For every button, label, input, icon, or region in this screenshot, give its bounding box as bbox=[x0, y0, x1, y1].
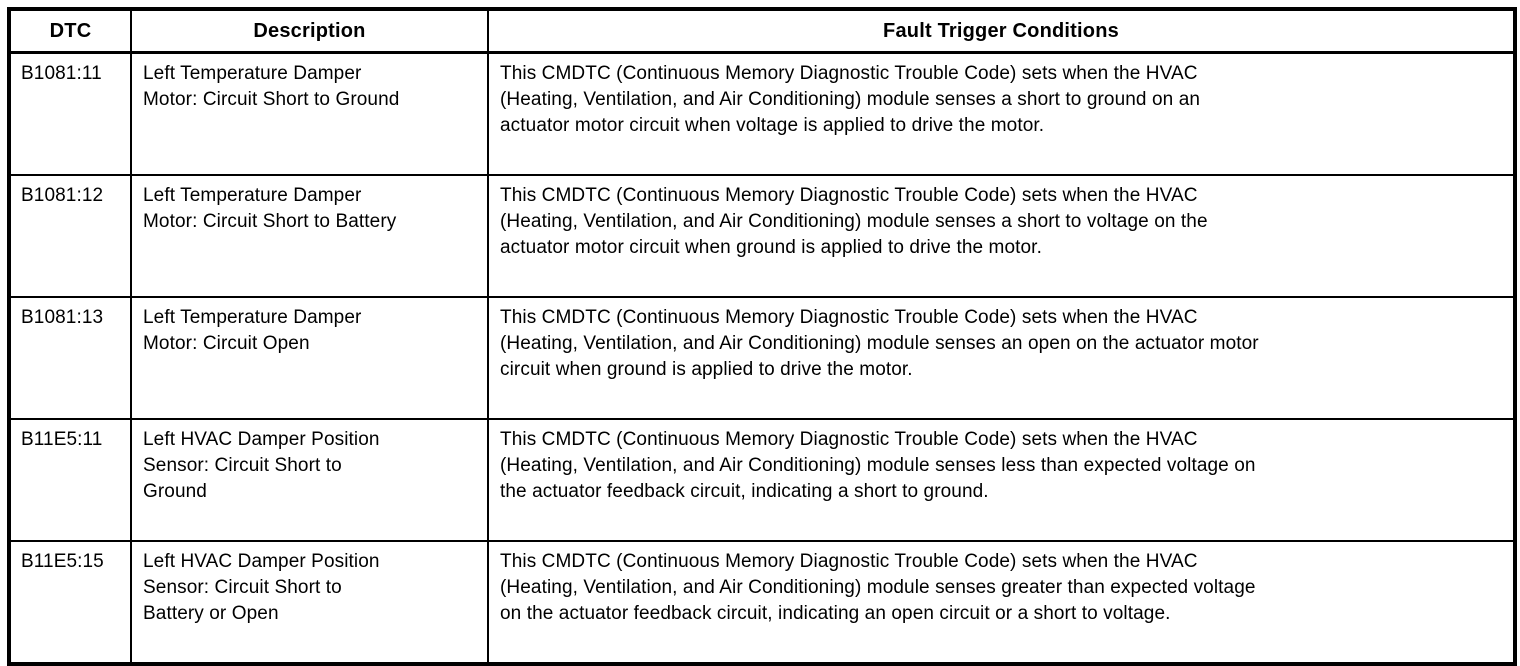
description-cell: Left Temperature Damper Motor: Circuit O… bbox=[130, 296, 489, 420]
fault-cell: This CMDTC (Continuous Memory Diagnostic… bbox=[487, 51, 1516, 176]
fault-cell: This CMDTC (Continuous Memory Diagnostic… bbox=[487, 540, 1516, 665]
column-header-description: Description bbox=[130, 8, 489, 54]
dtc-table: DTC Description Fault Trigger Conditions… bbox=[7, 7, 1517, 666]
dtc-cell: B11E5:11 bbox=[8, 418, 132, 542]
fault-cell: This CMDTC (Continuous Memory Diagnostic… bbox=[487, 296, 1516, 420]
header-row: DTC Description Fault Trigger Conditions bbox=[8, 8, 1516, 54]
column-header-fault-trigger-conditions: Fault Trigger Conditions bbox=[487, 8, 1516, 54]
dtc-cell: B1081:12 bbox=[8, 174, 132, 298]
description-cell: Left Temperature Damper Motor: Circuit S… bbox=[130, 51, 489, 176]
dtc-cell: B11E5:15 bbox=[8, 540, 132, 665]
table-row: B1081:11 Left Temperature Damper Motor: … bbox=[8, 51, 1516, 176]
fault-cell: This CMDTC (Continuous Memory Diagnostic… bbox=[487, 174, 1516, 298]
column-header-dtc: DTC bbox=[8, 8, 132, 54]
fault-cell: This CMDTC (Continuous Memory Diagnostic… bbox=[487, 418, 1516, 542]
table-row: B1081:13 Left Temperature Damper Motor: … bbox=[8, 296, 1516, 420]
table-row: B1081:12 Left Temperature Damper Motor: … bbox=[8, 174, 1516, 298]
table-row: B11E5:11 Left HVAC Damper Position Senso… bbox=[8, 418, 1516, 542]
table-row: B11E5:15 Left HVAC Damper Position Senso… bbox=[8, 540, 1516, 665]
description-cell: Left Temperature Damper Motor: Circuit S… bbox=[130, 174, 489, 298]
dtc-cell: B1081:11 bbox=[8, 51, 132, 176]
document-page: DTC Description Fault Trigger Conditions… bbox=[7, 7, 1517, 666]
description-cell: Left HVAC Damper Position Sensor: Circui… bbox=[130, 540, 489, 665]
description-cell: Left HVAC Damper Position Sensor: Circui… bbox=[130, 418, 489, 542]
dtc-cell: B1081:13 bbox=[8, 296, 132, 420]
